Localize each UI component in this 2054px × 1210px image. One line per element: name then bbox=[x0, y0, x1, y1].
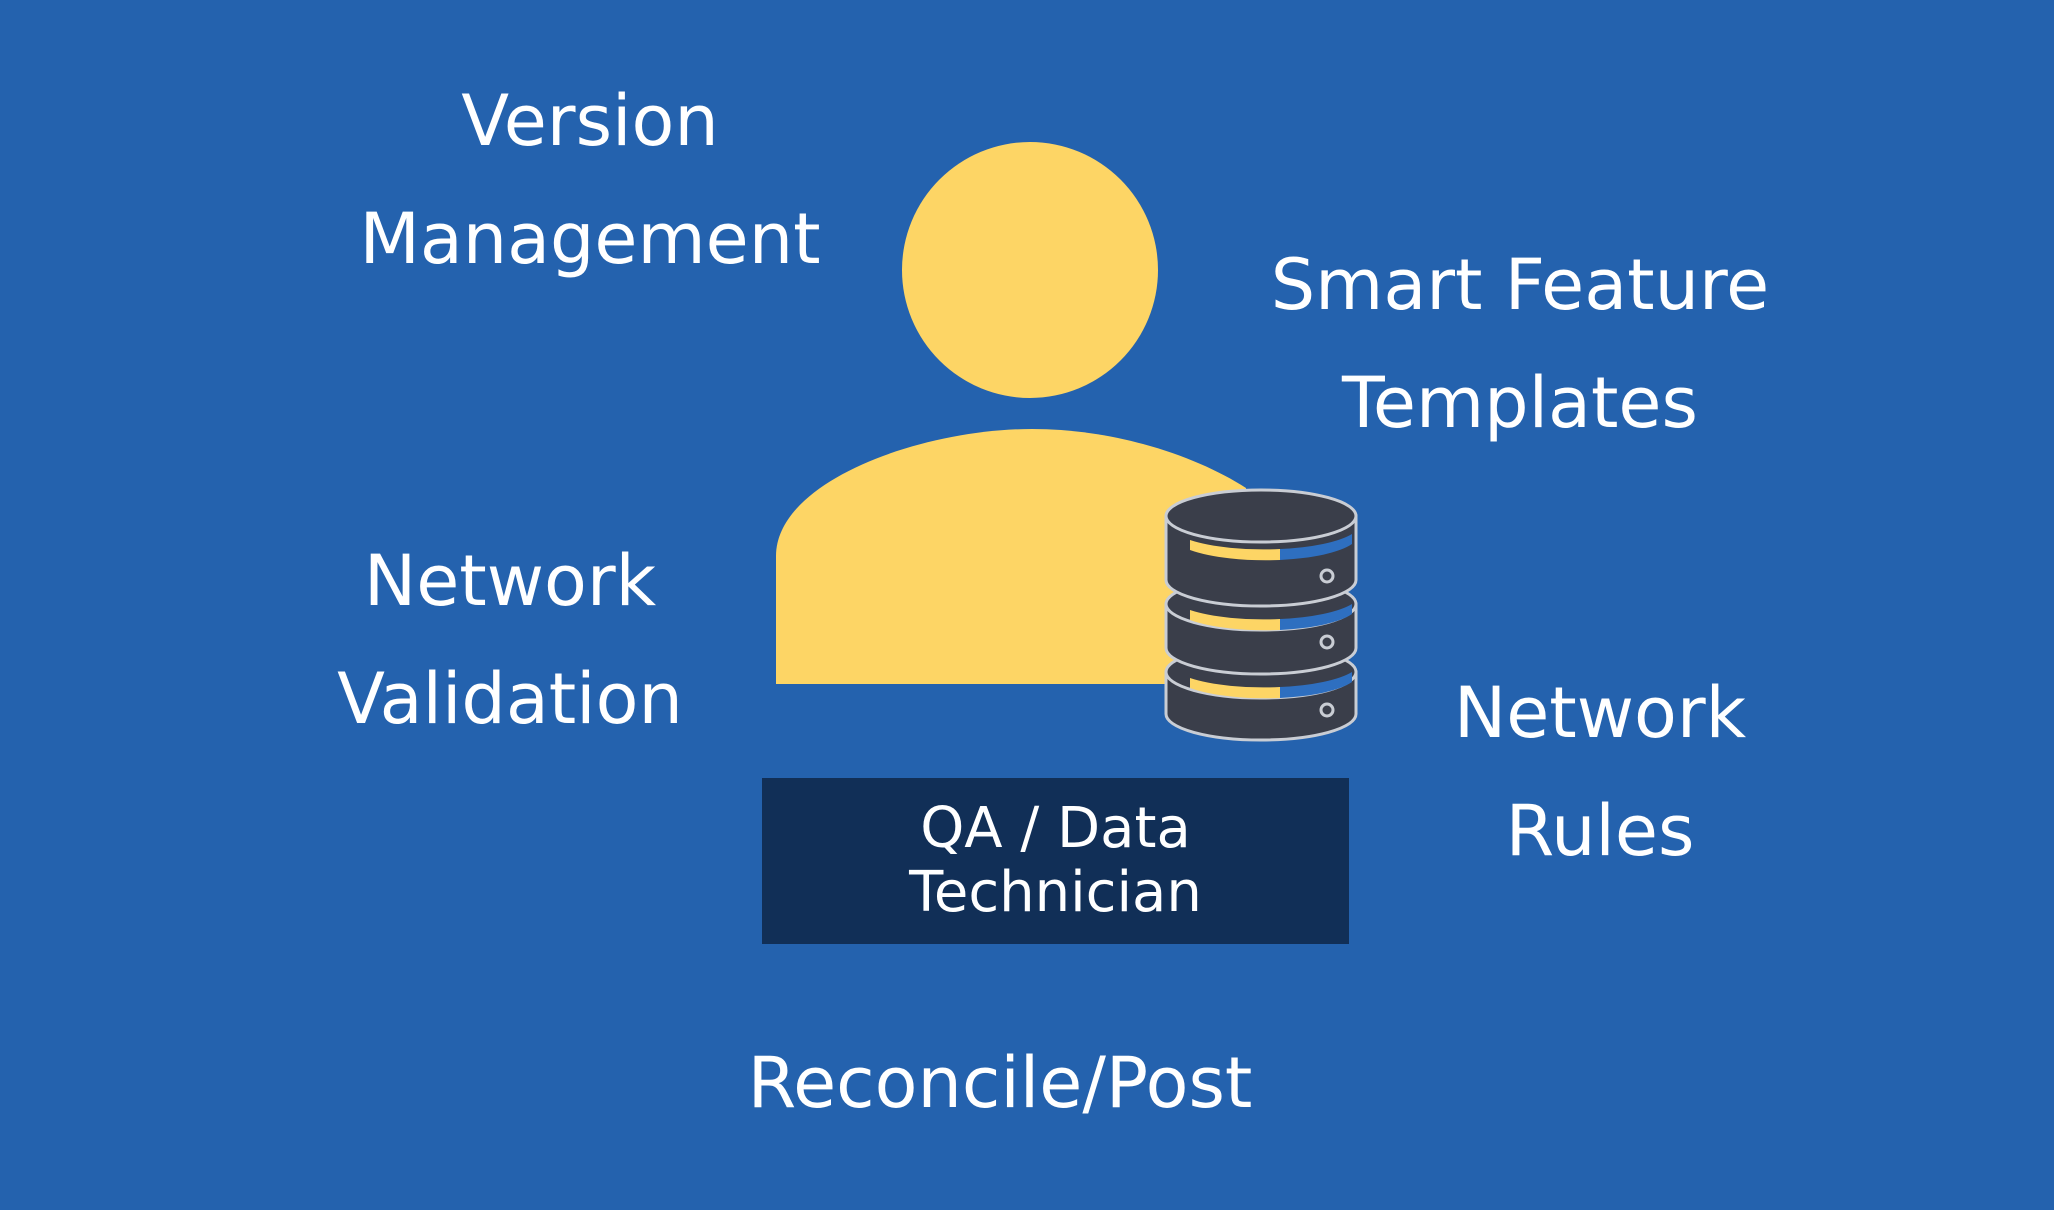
database-disc-bottom-accent-blue bbox=[1280, 672, 1352, 698]
label-smart-feature-templates: Smart Feature Templates bbox=[1220, 226, 1820, 462]
user-icon-body bbox=[776, 429, 1246, 684]
label-version-management-line-2: Management bbox=[359, 198, 821, 280]
label-network-validation-line-2: Validation bbox=[337, 658, 683, 740]
database-disc-middle-accent-gold bbox=[1190, 610, 1280, 631]
database-disc-bottom-accent-gold bbox=[1190, 678, 1280, 699]
label-network-validation-line-1: Network bbox=[363, 540, 657, 622]
role-box: QA / Data Technician bbox=[762, 778, 1349, 944]
role-label-line-1: QA / Data bbox=[920, 796, 1191, 861]
label-smart-feature-templates-line-1: Smart Feature bbox=[1270, 244, 1770, 326]
label-smart-feature-templates-line-2: Templates bbox=[1342, 362, 1698, 444]
database-disc-middle-accent-blue bbox=[1280, 604, 1352, 630]
database-disc-middle-indicator bbox=[1319, 634, 1335, 650]
label-reconcile-post: Reconcile/Post bbox=[650, 1024, 1350, 1142]
label-version-management-line-1: Version bbox=[461, 80, 719, 162]
user-icon bbox=[776, 429, 1246, 684]
database-disc-top-indicator bbox=[1319, 568, 1335, 584]
label-reconcile-post-line-1: Reconcile/Post bbox=[747, 1042, 1253, 1124]
label-network-validation: Network Validation bbox=[270, 522, 750, 758]
label-network-rules-line-1: Network bbox=[1453, 672, 1747, 754]
label-network-rules: Network Rules bbox=[1400, 654, 1800, 890]
database-disc-top-accent-gold bbox=[1190, 540, 1280, 561]
label-version-management: Version Management bbox=[300, 62, 880, 298]
database-stack bbox=[1164, 488, 1358, 742]
database-disc-top-accent-blue bbox=[1280, 534, 1352, 560]
user-icon-head bbox=[902, 142, 1158, 398]
role-label-line-2: Technician bbox=[909, 860, 1202, 925]
label-network-rules-line-2: Rules bbox=[1505, 790, 1695, 872]
database-disc-bottom-indicator bbox=[1319, 702, 1335, 718]
database-disc-top-cap bbox=[1164, 488, 1358, 544]
database-icon bbox=[1164, 488, 1358, 742]
